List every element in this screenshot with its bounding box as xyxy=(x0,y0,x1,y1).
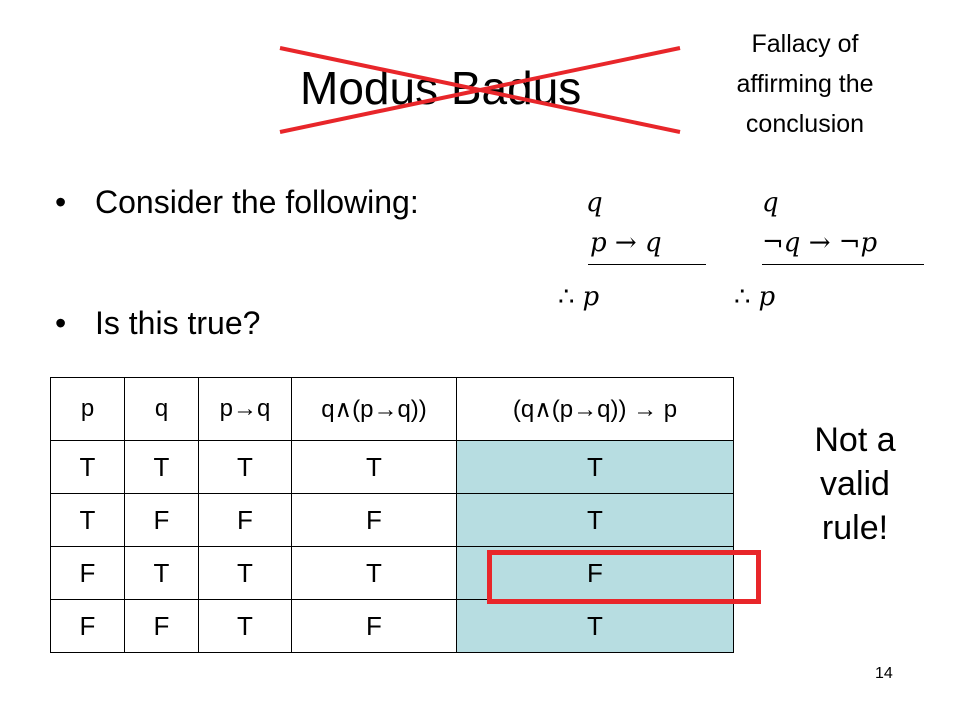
cell-p: T xyxy=(50,493,125,547)
cell-q-and-implication: F xyxy=(291,599,457,653)
fallacy-note-line: conclusion xyxy=(745,110,865,138)
conclusion-text: p xyxy=(582,282,600,312)
not-valid-note-line: rule! xyxy=(821,509,889,547)
bullet-text: Consider the following: xyxy=(95,184,419,220)
cell-p-implies-q: T xyxy=(198,599,292,653)
premise-2: ¬q → ¬p xyxy=(762,228,878,258)
header-p-implies-q: p→q xyxy=(198,377,292,441)
cell-q: T xyxy=(124,546,199,600)
argument-conclusion: ∴p xyxy=(734,282,775,312)
cell-q: F xyxy=(124,599,199,653)
fallacy-note-line: Fallacy of xyxy=(751,30,859,58)
header-p: p xyxy=(50,377,125,441)
fallacy-note: Fallacy of affirming the conclusion xyxy=(690,24,920,144)
cell-p: F xyxy=(50,599,125,653)
bullet-consider: • Consider the following: xyxy=(55,182,419,222)
truth-table-header-row: p q p→q q∧(p→q)) (q∧(p→q)) → p xyxy=(50,377,734,441)
slide-number: 14 xyxy=(875,665,893,682)
cell-result: F xyxy=(456,546,734,600)
not-valid-note: Not a valid rule! xyxy=(790,418,920,550)
cell-q-and-implication: T xyxy=(291,440,457,494)
therefore-symbol: ∴ xyxy=(558,282,575,312)
cell-p-implies-q: T xyxy=(198,440,292,494)
cell-p: F xyxy=(50,546,125,600)
cell-result: T xyxy=(456,599,734,653)
header-result: (q∧(p→q)) → p xyxy=(456,377,734,441)
table-row-highlighted: F T T T F xyxy=(50,546,734,600)
not-valid-note-line: Not a xyxy=(814,421,896,459)
header-q: q xyxy=(124,377,199,441)
table-row: T T T T T xyxy=(50,440,734,494)
cell-result: T xyxy=(456,440,734,494)
cell-result: T xyxy=(456,493,734,547)
premise-1: q xyxy=(762,188,779,218)
not-valid-note-line: valid xyxy=(820,465,890,503)
conclusion-text: p xyxy=(758,282,776,312)
cell-p-implies-q: F xyxy=(198,493,292,547)
argument-rule-line xyxy=(588,264,706,265)
argument-rule-line xyxy=(762,264,924,265)
premise-1: q xyxy=(586,188,603,218)
cell-q-and-implication: F xyxy=(291,493,457,547)
header-q-and-implication: q∧(p→q)) xyxy=(291,377,457,441)
cell-p: T xyxy=(50,440,125,494)
truth-table: p q p→q q∧(p→q)) (q∧(p→q)) → p T T T T T… xyxy=(50,377,734,653)
bullet-is-true: • Is this true? xyxy=(55,303,260,343)
cell-q-and-implication: T xyxy=(291,546,457,600)
cell-q: T xyxy=(124,440,199,494)
fallacy-note-line: affirming the xyxy=(736,70,874,98)
slide-title: Modus Badus xyxy=(300,62,582,114)
cell-q: F xyxy=(124,493,199,547)
bullet-dot: • xyxy=(55,184,67,220)
premise-2: p → q xyxy=(590,228,662,258)
counterexample-highlight-box xyxy=(487,550,761,604)
cell-p-implies-q: T xyxy=(198,546,292,600)
table-row: T F F F T xyxy=(50,493,734,547)
therefore-symbol: ∴ xyxy=(734,282,751,312)
table-row: F F T F T xyxy=(50,599,734,653)
argument-conclusion: ∴p xyxy=(558,282,599,312)
bullet-text: Is this true? xyxy=(95,305,261,341)
bullet-dot: • xyxy=(55,305,67,341)
